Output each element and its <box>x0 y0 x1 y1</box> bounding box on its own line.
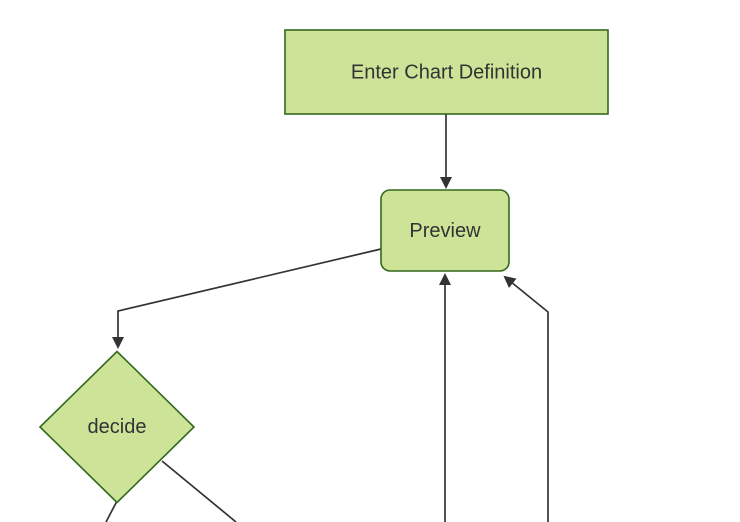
preview-shape <box>380 189 510 272</box>
node-preview: Preview <box>380 189 510 272</box>
edge-decide-to-offscreen-left <box>105 500 118 522</box>
node-decide: decide <box>38 350 196 504</box>
preview-label: Preview <box>409 220 481 242</box>
edge-preview-to-decide <box>112 248 382 349</box>
decide-label: decide <box>88 416 147 438</box>
edge-decide-to-offscreen-right <box>161 460 237 522</box>
edges-layer <box>105 114 549 522</box>
enter-chart-definition-label: Enter Chart Definition <box>351 62 542 84</box>
node-enter-chart-definition: Enter Chart Definition <box>284 29 609 115</box>
enter-chart-definition-shape <box>284 29 609 115</box>
decide-shape <box>38 350 196 504</box>
edge-offscreen-to-preview-corner <box>503 275 549 522</box>
